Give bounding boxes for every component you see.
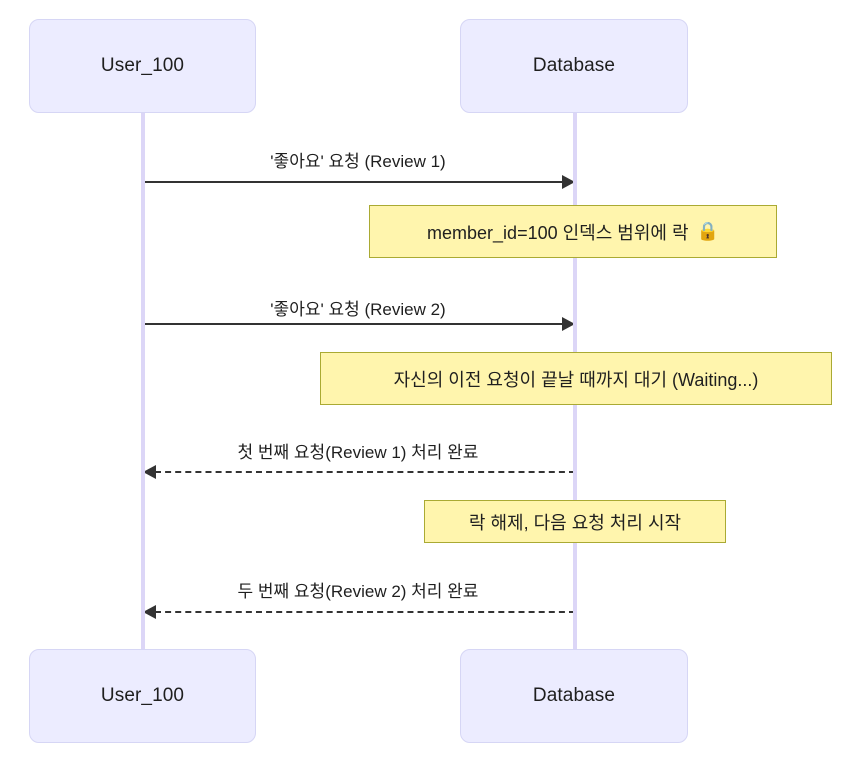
note-waiting-text: 자신의 이전 요청이 끝날 때까지 대기 (Waiting...) <box>393 369 759 390</box>
message-label-request-review-1: '좋아요' 요청 (Review 1) <box>270 152 446 171</box>
arrow-head-left-icon <box>143 605 156 619</box>
note-waiting: 자신의 이전 요청이 끝날 때까지 대기 (Waiting...) <box>320 352 832 405</box>
message-line-request-review-2 <box>143 323 563 325</box>
lock-icon: 🔒 <box>696 221 719 241</box>
arrow-head-left-icon <box>143 465 156 479</box>
message-label-response-review-1: 첫 번째 요청(Review 1) 처리 완료 <box>237 443 479 462</box>
arrow-head-right-icon <box>562 317 575 331</box>
lifeline-user <box>141 113 145 649</box>
note-lock-range-text: member_id=100 인덱스 범위에 락 <box>427 222 689 243</box>
actor-box-user-bottom[interactable]: User_100 <box>29 649 256 743</box>
actor-box-database-bottom[interactable]: Database <box>460 649 688 743</box>
actor-box-database-top[interactable]: Database <box>460 19 688 113</box>
message-line-response-review-2 <box>155 611 575 613</box>
note-lock-released-text: 락 해제, 다음 요청 처리 시작 <box>468 512 682 533</box>
actor-label-user-bottom: User_100 <box>100 685 185 706</box>
actor-box-user-top[interactable]: User_100 <box>29 19 256 113</box>
note-lock-released: 락 해제, 다음 요청 처리 시작 <box>424 500 726 543</box>
message-line-response-review-1 <box>155 471 575 473</box>
note-lock-range: member_id=100 인덱스 범위에 락 🔒 <box>369 205 777 258</box>
message-line-request-review-1 <box>143 181 563 183</box>
message-label-response-review-2: 두 번째 요청(Review 2) 처리 완료 <box>237 582 479 601</box>
arrow-head-right-icon <box>562 175 575 189</box>
actor-label-user-top: User_100 <box>100 55 185 76</box>
actor-label-database-bottom: Database <box>532 685 616 706</box>
message-label-request-review-2: '좋아요' 요청 (Review 2) <box>270 300 446 319</box>
actor-label-database-top: Database <box>532 55 616 76</box>
